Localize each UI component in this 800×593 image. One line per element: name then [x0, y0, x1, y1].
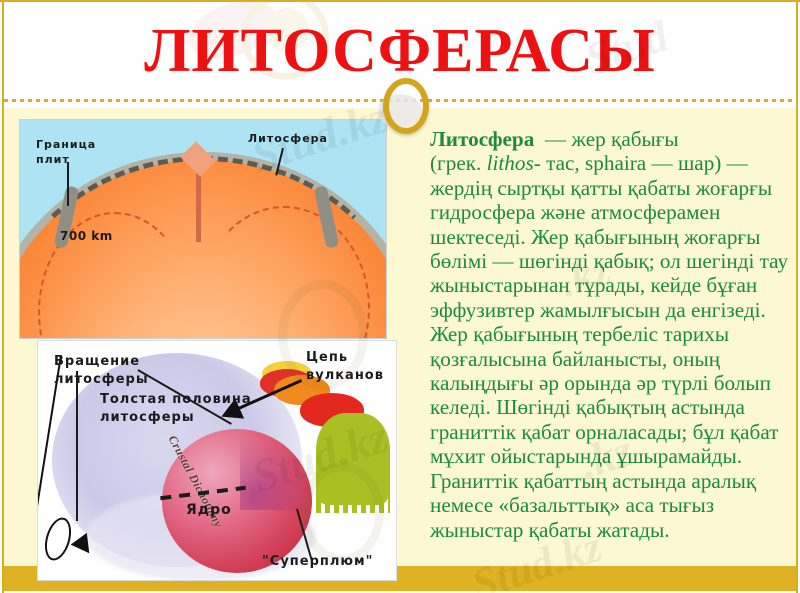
definition-dash: —: [544, 127, 567, 151]
label-depth-700km: 700 km: [60, 229, 113, 243]
definition-paragraph: жердің сыртқы қатты қабаты жоғарғы гидро…: [430, 175, 789, 542]
label-lithosphere: Литосфера: [248, 132, 328, 145]
greek-rest: - тас, sphaira — шар) —: [533, 151, 748, 176]
rotation-spin-ellipse: [40, 514, 76, 564]
lithosphere-definition-text: Литосфера — жер қабығы (грек. lithos- тас…: [430, 127, 790, 542]
greek-prefix: (грек.: [430, 151, 487, 176]
label-volcano-chain: Цепь вулканов: [306, 350, 384, 383]
plume-eruption-plume: [316, 413, 390, 513]
label-superplume: "Суперплюм": [262, 554, 374, 569]
mantle-plume: [196, 164, 201, 242]
label-rotation: Вращение литосферы: [54, 354, 149, 387]
definition-line1: жер қабығы: [566, 127, 679, 151]
label-core: Ядро: [186, 502, 232, 518]
frame-left-line: [2, 0, 4, 593]
gold-ring-decoration: [383, 78, 429, 134]
frame-top-line: [0, 0, 800, 2]
page-title: ЛИТОСФЕРАСЫ: [144, 17, 656, 85]
frame-right-line: [796, 0, 798, 593]
label-plate-boundary: Граница плит: [36, 138, 97, 166]
figure-earth-cross-section: Граница плит Литосфера 700 km: [20, 120, 386, 338]
figure-superplume-rotation: Crustal Dichotomy Вращение литосферы Тол…: [38, 341, 396, 580]
definition-term: Литосфера: [430, 127, 535, 151]
label-thick-half: Толстая половина литосферы: [100, 392, 252, 425]
greek-italic-term: lithos: [486, 151, 534, 176]
core-sphere: [162, 429, 312, 573]
leader-line-plate-boundary: [67, 162, 69, 206]
definition-dash-spacer: [534, 127, 545, 151]
leader-line-rotation: [76, 371, 78, 521]
